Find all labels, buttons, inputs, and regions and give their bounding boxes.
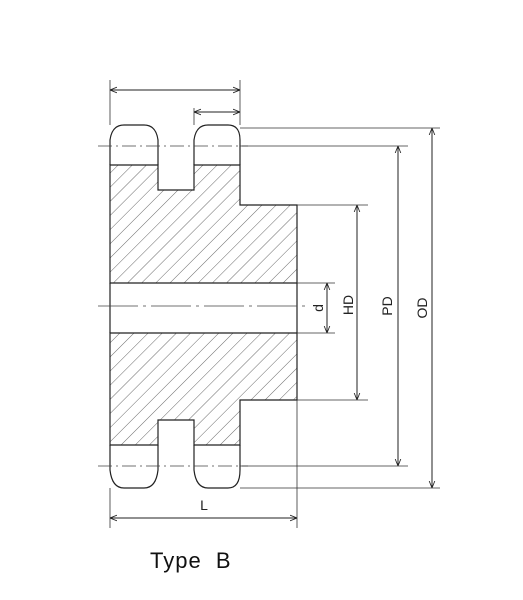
- upper-tooth-right: [193, 124, 241, 165]
- label-d: d: [310, 304, 326, 312]
- upper-tooth-left: [109, 124, 159, 165]
- upper-hatched-section: [109, 164, 298, 284]
- lower-tooth-right: [193, 445, 241, 489]
- lower-hatched-section: [109, 332, 298, 446]
- dimension-lines: [110, 90, 432, 518]
- label-od: OD: [414, 298, 430, 319]
- diagram-caption: Type B: [150, 548, 232, 573]
- label-l: L: [200, 497, 208, 513]
- label-pd: PD: [379, 296, 395, 315]
- label-hd: HD: [340, 295, 356, 315]
- pitch-lines: [98, 145, 248, 467]
- lower-tooth-left: [109, 445, 159, 489]
- bore-outline: [109, 283, 298, 333]
